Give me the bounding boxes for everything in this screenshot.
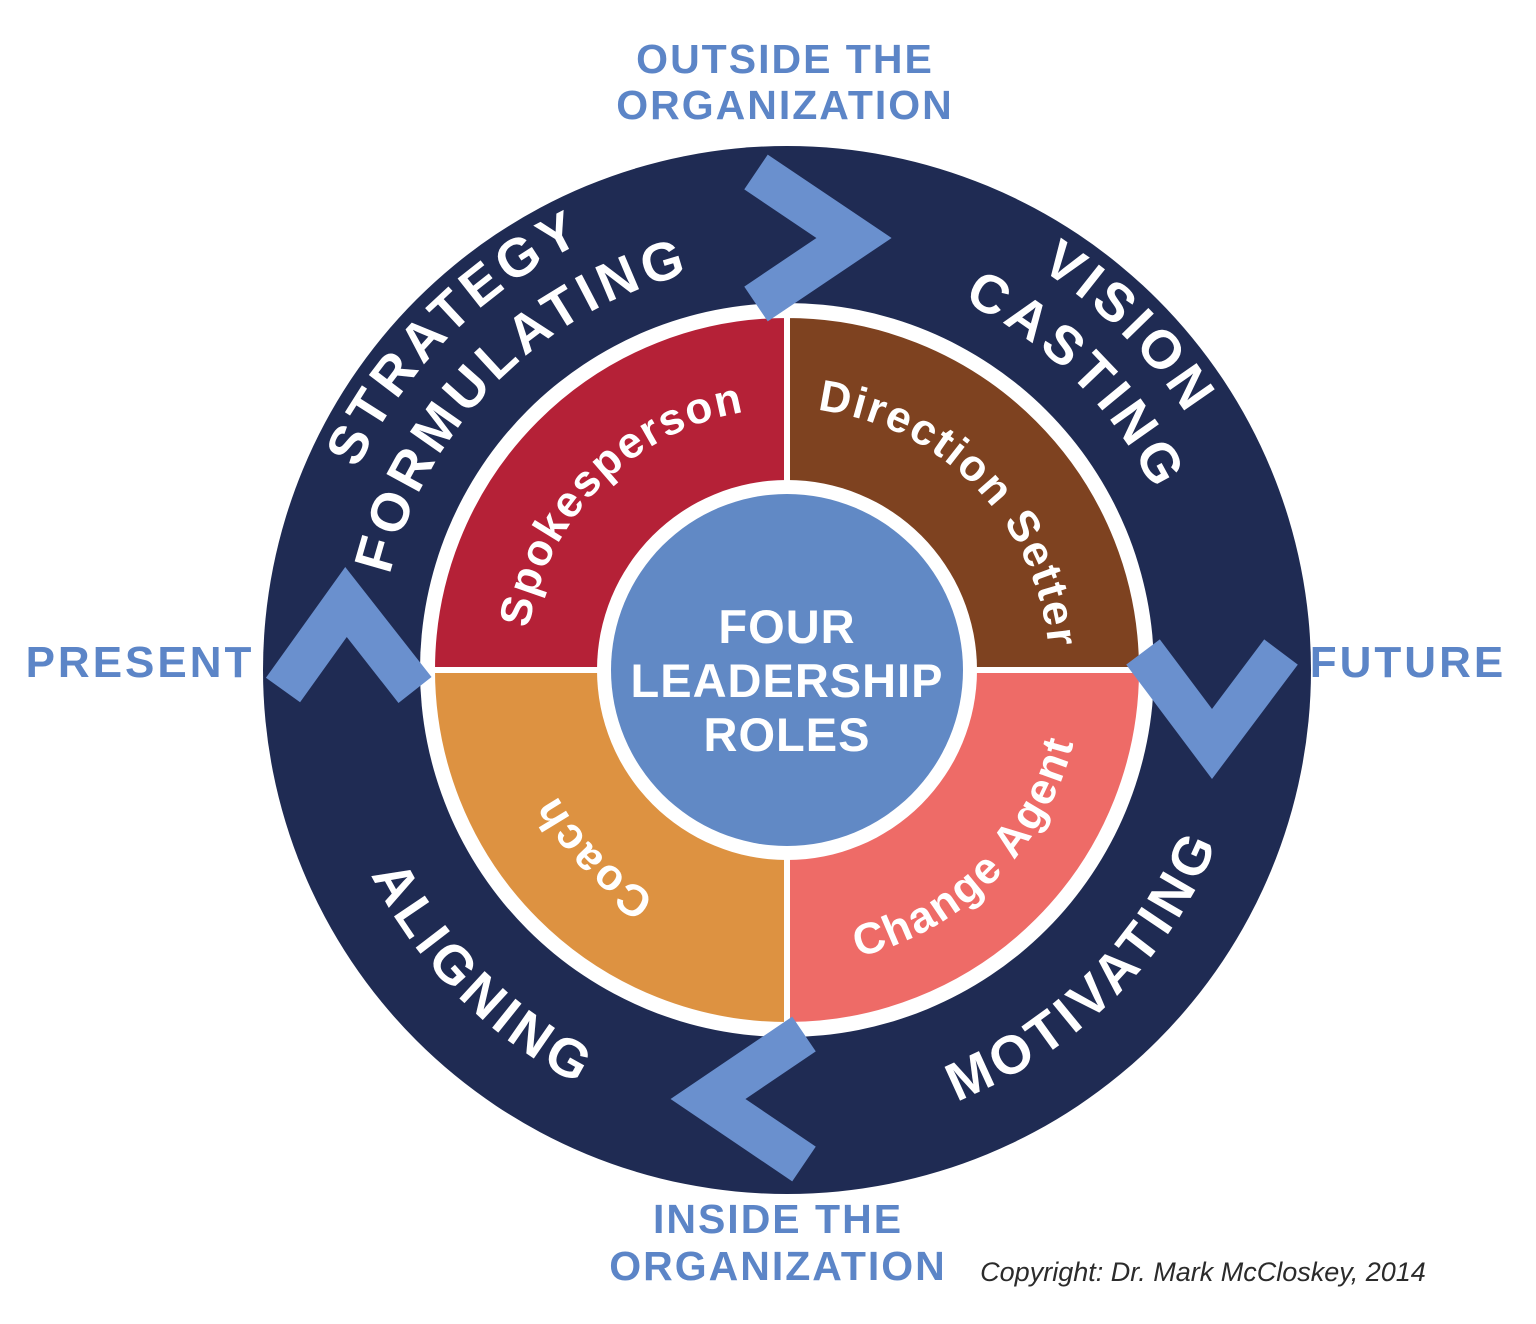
chevron-right-icon xyxy=(744,154,892,322)
chevron-up-icon xyxy=(265,566,432,703)
context-label-outside-line2: ORGANIZATION xyxy=(616,82,954,128)
center-title-line1: FOUR xyxy=(718,600,855,653)
chevron-left-icon xyxy=(670,1016,816,1182)
center-title-line3: ROLES xyxy=(704,708,871,761)
context-label-inside-line2: ORGANIZATION xyxy=(609,1243,947,1289)
context-label-present: PRESENT xyxy=(26,638,255,687)
center-title-line2: LEADERSHIP xyxy=(631,654,944,707)
copyright-text: Copyright: Dr. Mark McCloskey, 2014 xyxy=(980,1257,1426,1287)
context-label-outside-line1: OUTSIDE THE xyxy=(636,36,934,82)
context-label-inside-line1: INSIDE THE xyxy=(653,1196,903,1242)
context-label-future: FUTURE xyxy=(1310,638,1506,687)
chevron-down-icon xyxy=(1126,639,1298,779)
center-circle xyxy=(611,494,963,846)
